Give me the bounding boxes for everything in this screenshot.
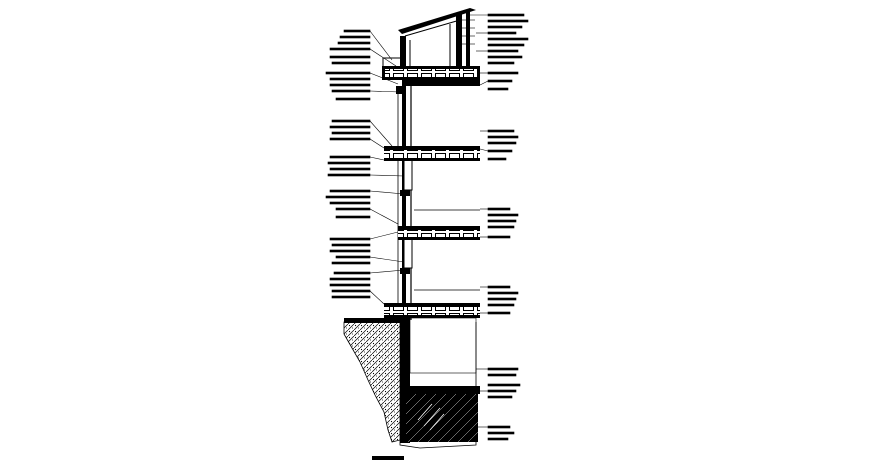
foundation-wall [400, 317, 477, 443]
footing [404, 386, 480, 442]
left-annotations [325, 29, 405, 305]
roof-assembly [398, 8, 476, 72]
floor-slab-2 [398, 209, 480, 240]
floor-slab-3 [384, 289, 480, 318]
roof-slab [382, 57, 480, 86]
scale-bar [372, 456, 404, 460]
right-annotations [470, 13, 529, 441]
floor-slab-1 [384, 146, 480, 161]
exterior-wall [396, 80, 413, 320]
